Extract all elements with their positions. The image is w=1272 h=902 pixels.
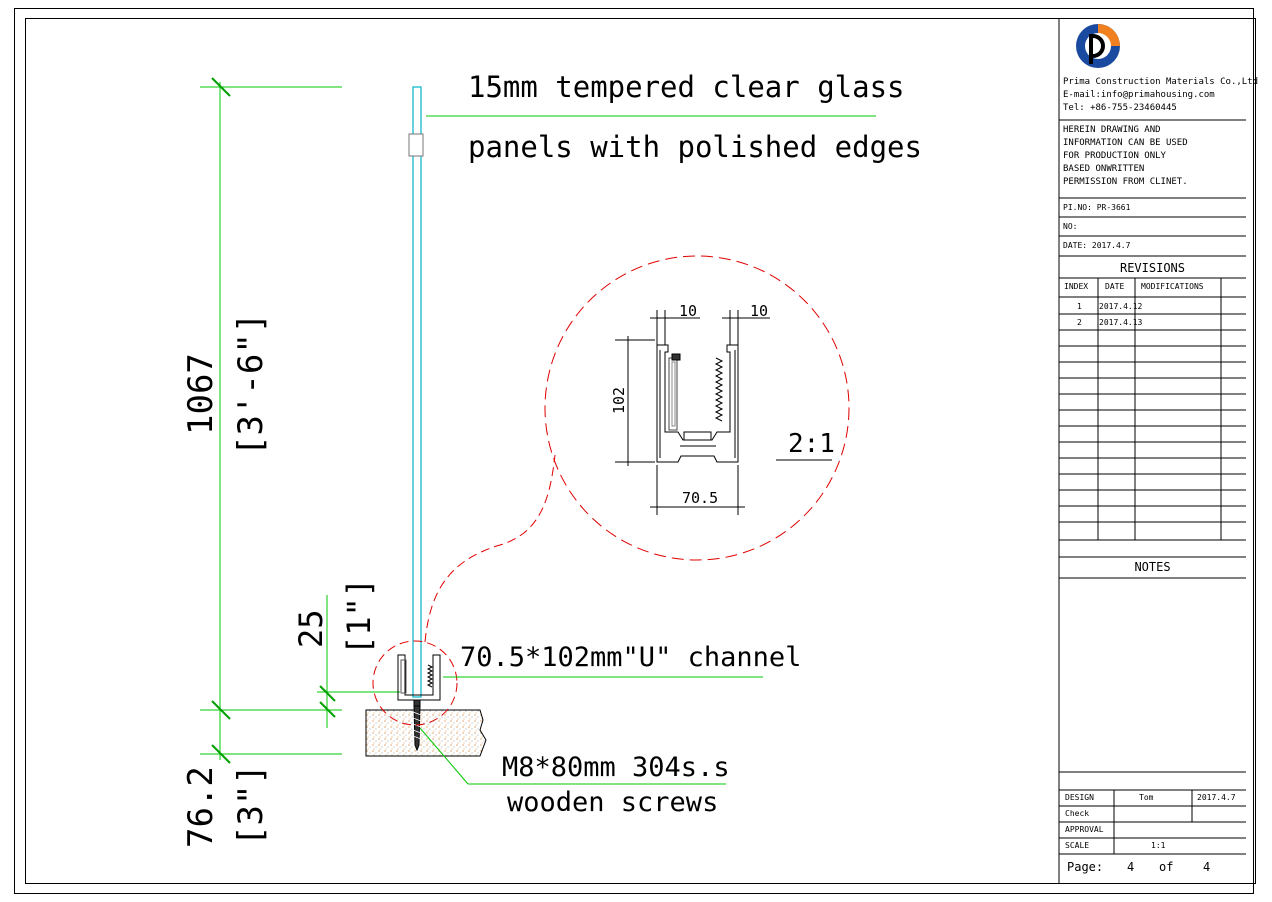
screw-callout-line2: wooden screws: [507, 787, 718, 818]
base-dimension: [200, 710, 342, 764]
embed-dimension: [317, 595, 400, 728]
disclaimer-line-1: HEREIN DRAWING AND: [1063, 125, 1161, 135]
screw: [412, 699, 422, 752]
design-label: DESIGN: [1065, 793, 1094, 802]
disclaimer-line-5: PERMISSION FROM CLINET.: [1063, 177, 1188, 187]
drawing-date: DATE: 2017.4.7: [1063, 241, 1131, 250]
drawing-number: NO:: [1063, 222, 1078, 231]
revision-1-date: 2017.4.12: [1099, 302, 1143, 311]
check-label: Check: [1065, 809, 1090, 818]
revisions-header-index: INDEX: [1064, 282, 1089, 291]
detail-marker-circle: [372, 640, 458, 726]
revision-2-date: 2017.4.13: [1099, 318, 1143, 327]
detail-scale: 2:1: [788, 429, 835, 459]
u-channel-detail: [656, 344, 739, 463]
disclaimer-line-2: INFORMATION CAN BE USED: [1063, 138, 1188, 148]
company-name: Prima Construction Materials Co.,Ltd: [1063, 77, 1259, 87]
detail-dim-left-gap: 10: [679, 302, 697, 320]
notes-title: NOTES: [1134, 560, 1171, 574]
title-block-grid: [1058, 18, 1246, 884]
disclaimer-line-4: BASED ONWRITTEN: [1063, 164, 1145, 174]
title-block: Prima Construction Materials Co.,Ltd E-m…: [1059, 18, 1258, 884]
screw-callout-line1: M8*80mm 304s.s: [502, 752, 730, 783]
company-logo: [1076, 24, 1120, 68]
page-of: of: [1159, 860, 1174, 874]
glass-callout-line1: 15mm tempered clear glass: [468, 70, 905, 104]
revisions-header-modifications: MODIFICATIONS: [1141, 282, 1204, 291]
u-channel-elevation: [397, 654, 441, 701]
drawing-inner-border: [25, 18, 1256, 884]
glass-panel: [408, 86, 424, 698]
page-total: 4: [1203, 860, 1211, 874]
pi-number: PI.NO: PR-3661: [1063, 203, 1131, 212]
revisions-title: REVISIONS: [1119, 261, 1186, 275]
scale-value: 1:1: [1151, 841, 1166, 850]
design-name: Tom: [1139, 793, 1154, 802]
dim-height-imperial: [3'-6"]: [231, 313, 271, 456]
height-dimension: [200, 77, 342, 720]
detail-connector: [424, 454, 556, 643]
dim-embed-imperial: [1"]: [340, 578, 378, 655]
design-date: 2017.4.7: [1197, 793, 1236, 802]
company-tel: Tel: +86-755-23460445: [1063, 103, 1177, 113]
dim-base-mm: 76.2: [181, 766, 221, 848]
company-email: E-mail:info@primahousing.com: [1063, 90, 1215, 100]
callout-leaders: [419, 115, 876, 785]
detail-dim-width: 70.5: [682, 489, 718, 507]
scale-label: SCALE: [1065, 841, 1090, 850]
dim-base-imperial: [3"]: [231, 764, 271, 846]
detail-circle: [544, 255, 850, 561]
page-label: Page:: [1067, 860, 1104, 874]
drawing-outer-border: [14, 8, 1254, 894]
detail-dim-height: 102: [610, 387, 628, 414]
detail-dim-right-gap: 10: [750, 302, 768, 320]
page-current: 4: [1127, 860, 1135, 874]
channel-callout: 70.5*102mm"U" channel: [460, 642, 801, 673]
wooden-base: [365, 709, 487, 757]
glass-callout-line2: panels with polished edges: [468, 130, 922, 164]
dim-embed-mm: 25: [292, 609, 330, 648]
revision-2-index: 2: [1077, 318, 1082, 327]
revisions-header-date: DATE: [1105, 282, 1125, 291]
approval-label: APPROVAL: [1065, 825, 1104, 834]
revision-1-index: 1: [1077, 302, 1082, 311]
disclaimer-line-3: FOR PRODUCTION ONLY: [1063, 151, 1166, 161]
dim-height-mm: 1067: [181, 353, 221, 435]
detail-dimensions: [615, 310, 832, 515]
